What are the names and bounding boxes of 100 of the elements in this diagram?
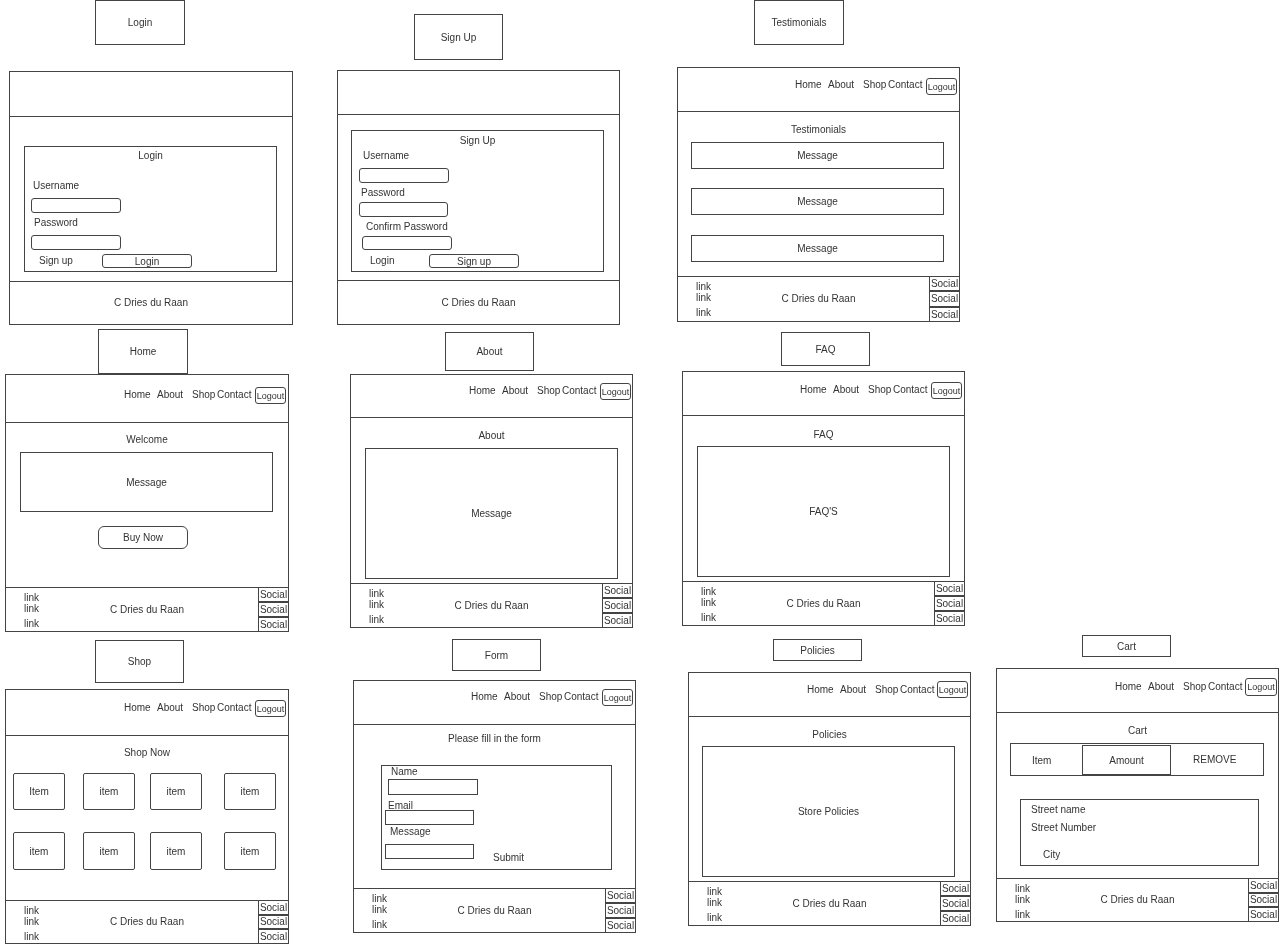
field-label: Confirm Password — [366, 221, 448, 233]
nav-link: Shop — [868, 384, 892, 396]
copyright-text: C Dries du Raan — [792, 897, 867, 910]
field-label: Email — [388, 800, 413, 812]
social-link: Social — [602, 598, 633, 613]
footer-link: link — [24, 916, 39, 928]
text-field — [31, 235, 121, 250]
social-link: Social — [934, 581, 965, 596]
nav-link: Shop — [539, 691, 563, 703]
page-label: Login — [95, 0, 185, 45]
copyright-text: C Dries du Raan — [454, 599, 529, 612]
nav-link: Shop — [863, 79, 887, 91]
copyright-text: C Dries du Raan — [786, 597, 861, 610]
social-link: Social — [940, 911, 971, 926]
product-card: item — [150, 773, 202, 810]
page-heading: Cart — [1128, 725, 1147, 737]
page-label: About — [445, 332, 534, 371]
social-link: Social — [934, 596, 965, 611]
page-heading: Shop Now — [123, 747, 171, 759]
page-frame — [5, 689, 289, 944]
footer-bar — [677, 276, 960, 322]
product-card: item — [83, 773, 135, 810]
footer-link: link — [701, 612, 716, 624]
nav-link: Contact — [1208, 681, 1243, 693]
product-card: Item — [13, 773, 65, 810]
page-heading: FAQ — [813, 429, 834, 441]
social-link: Social — [940, 896, 971, 911]
page-frame — [677, 67, 960, 322]
copyright-text: C Dries du Raan — [441, 296, 516, 309]
page-frame — [353, 680, 636, 933]
page-heading: Testimonials — [791, 124, 846, 136]
product-card: item — [150, 832, 202, 870]
footer-link: link — [24, 905, 39, 917]
footer-link: link — [369, 614, 384, 626]
field-label: Username — [363, 150, 410, 162]
footer-link: link — [372, 893, 387, 905]
text-field — [362, 236, 452, 250]
logout-button: Logout — [255, 387, 286, 404]
social-link: Social — [258, 929, 289, 944]
page-frame — [5, 374, 289, 632]
nav-link: Home — [795, 79, 822, 91]
signup-link: Sign up — [39, 255, 73, 267]
nav-link: Shop — [537, 385, 561, 397]
text-field — [359, 202, 448, 217]
footer-link: link — [1015, 894, 1030, 906]
page-label: FAQ — [781, 332, 870, 366]
page-heading: Policies — [812, 729, 847, 741]
logout-button: Logout — [600, 383, 631, 400]
product-card: item — [224, 832, 276, 870]
remove-link: REMOVE — [1193, 754, 1237, 766]
field-label: Username — [33, 180, 80, 192]
social-link: Social — [258, 617, 289, 632]
nav-link: Contact — [562, 385, 597, 397]
page-label: Testimonials — [754, 0, 844, 45]
social-link: Social — [258, 602, 289, 617]
copyright-text: C Dries du Raan — [1100, 894, 1175, 906]
copyright-text: C Dries du Raan — [110, 603, 184, 616]
footer-link: link — [24, 592, 39, 604]
page-frame — [688, 672, 971, 926]
nav-link: Contact — [564, 691, 599, 703]
address-panel — [1020, 799, 1259, 866]
field-label: City — [1043, 849, 1061, 861]
copyright-text: C Dries du Raan — [457, 904, 532, 917]
nav-link: About — [504, 691, 531, 703]
footer-bar — [682, 581, 965, 626]
message-panel: Message — [691, 142, 944, 169]
footer-link: link — [24, 931, 39, 943]
nav-link: Home — [469, 385, 496, 397]
footer-link: link — [696, 292, 711, 304]
nav-link: Shop — [1183, 681, 1207, 693]
form-heading: Sign Up — [459, 135, 496, 147]
text-field — [359, 168, 449, 183]
page-label: Form — [452, 639, 541, 671]
footer-link: link — [24, 618, 39, 630]
nav-link: About — [833, 384, 860, 396]
nav-link: Home — [807, 684, 834, 696]
login-link: Login — [370, 255, 395, 267]
field-label: Street name — [1031, 804, 1086, 816]
text-field — [31, 198, 121, 213]
nav-link: Contact — [900, 684, 935, 696]
page-frame — [350, 374, 633, 628]
footer-link: link — [1015, 909, 1030, 921]
cart-item-row — [1010, 743, 1264, 776]
message-panel: Message — [20, 452, 273, 512]
footer-link: link — [369, 599, 384, 611]
nav-link: Home — [800, 384, 827, 396]
social-link: Social — [602, 583, 633, 598]
social-link: Social — [605, 903, 636, 918]
field-label: Password — [361, 187, 405, 199]
footer-bar — [688, 881, 971, 926]
logout-button: Logout — [255, 700, 286, 717]
message-panel: Message — [691, 235, 944, 262]
nav-link: Home — [1115, 681, 1142, 693]
social-link: Social — [258, 900, 289, 915]
nav-link: Shop — [192, 389, 216, 401]
page-label: Shop — [95, 640, 184, 683]
field-label: Message — [390, 826, 431, 838]
field-label: Password — [34, 217, 78, 229]
copyright-text: C Dries du Raan — [110, 916, 184, 928]
item-name: Item — [1032, 755, 1052, 767]
